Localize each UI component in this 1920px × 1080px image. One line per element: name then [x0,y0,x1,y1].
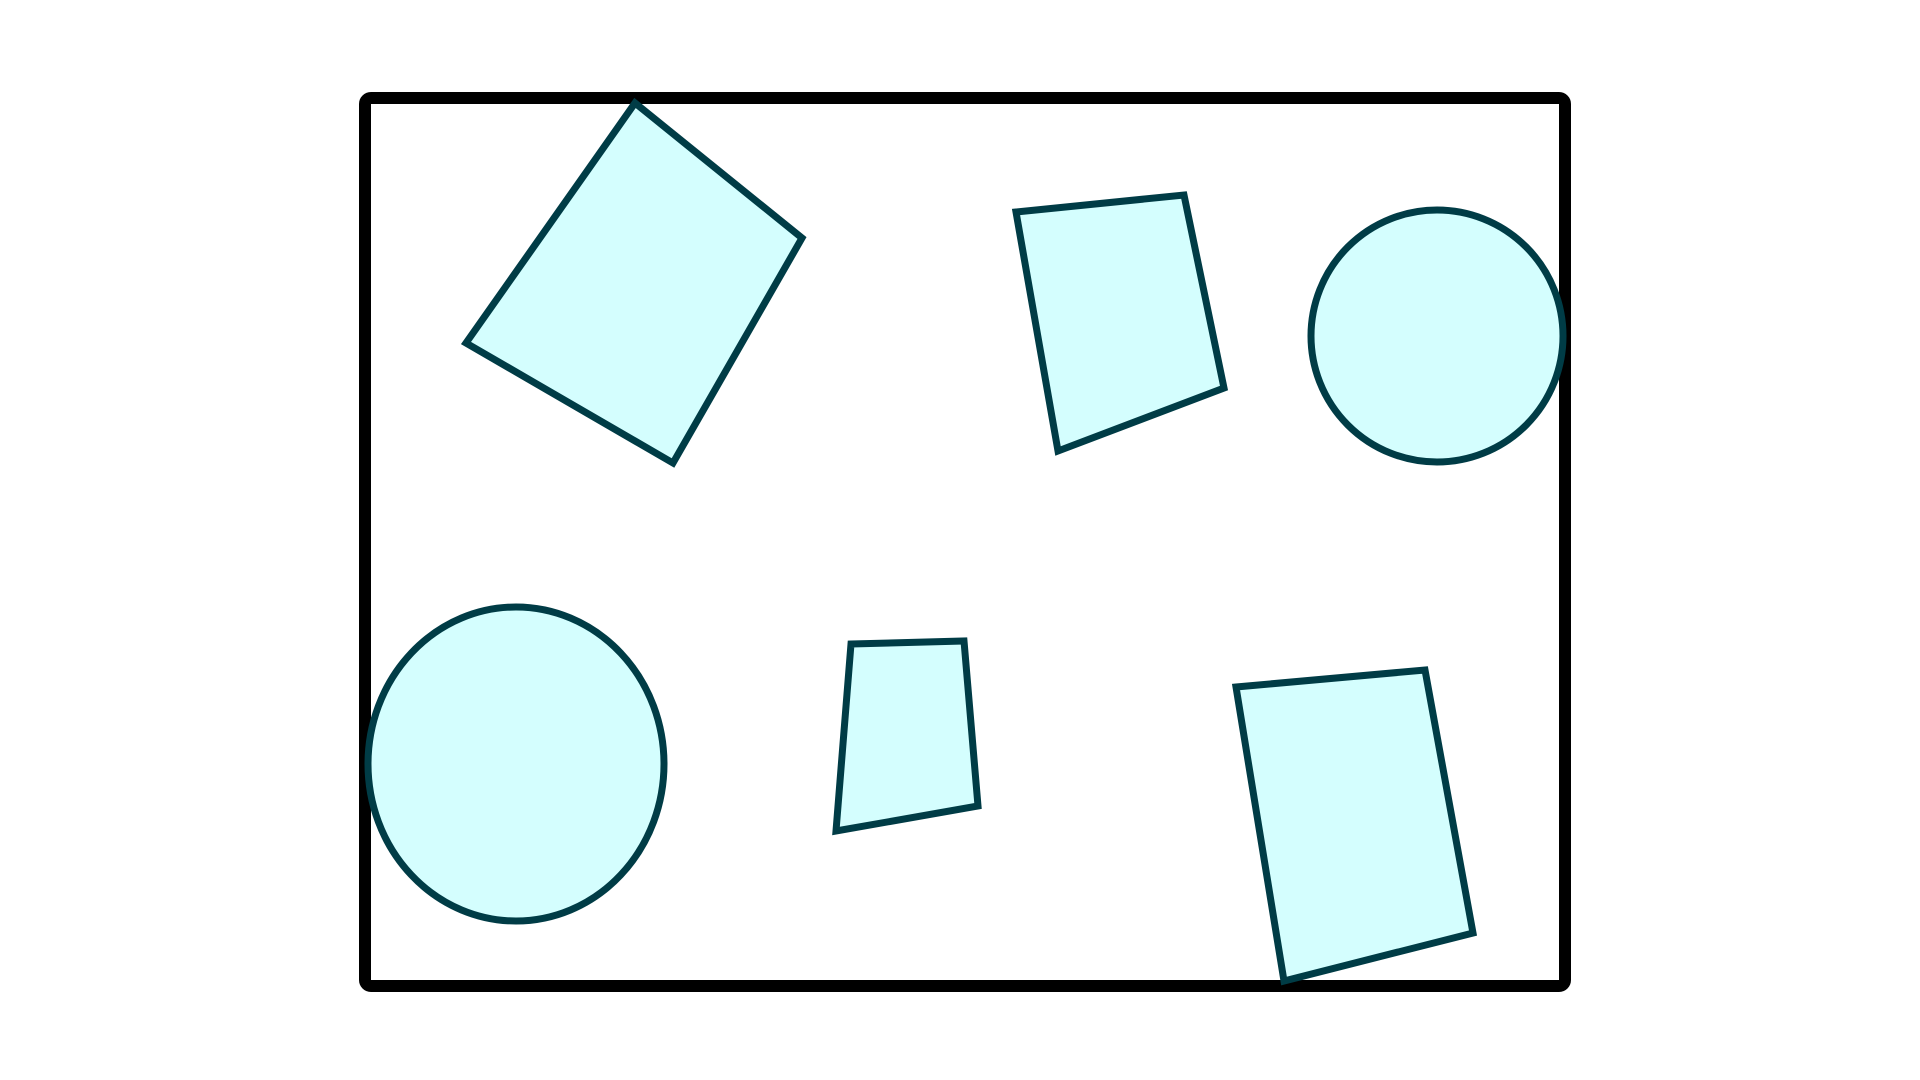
circle-top-right [1307,206,1567,466]
frame-rectangle [359,92,1571,992]
circle-bottom-left [364,603,668,925]
quad-top-left [460,97,807,468]
quad-bottom-right [1231,666,1478,986]
shapes-group [364,97,1567,986]
quad-top-middle [1011,191,1229,456]
quad-bottom-middle [832,637,982,836]
